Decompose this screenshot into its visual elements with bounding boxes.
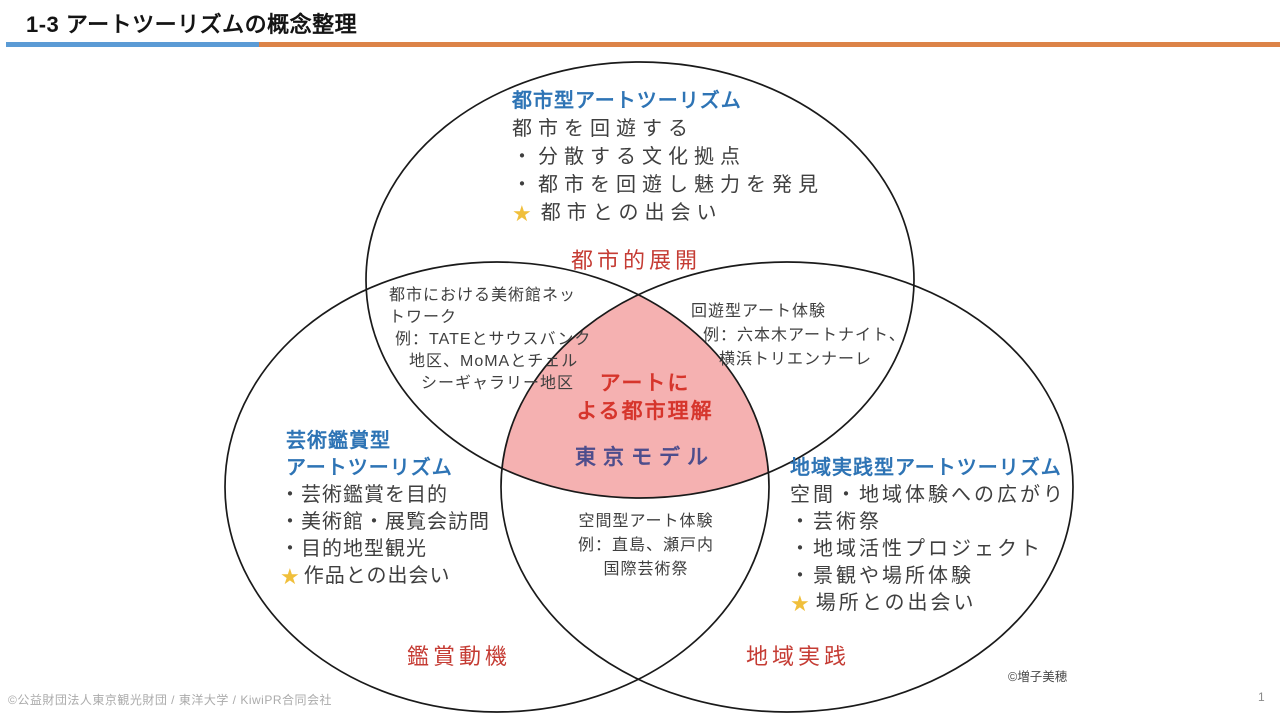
text-line: ★場所との出会い [790, 590, 1066, 617]
divider-blue-segment [6, 42, 259, 47]
text-line: 例：六本木アートナイト、 [703, 327, 906, 344]
top-circle-heading: 都市型アートツーリズム [512, 90, 742, 112]
star-icon: ★ [512, 201, 538, 226]
center-text: アートに よる都市理解 東京モデル [530, 370, 760, 471]
divider-orange-segment [259, 42, 1280, 47]
text-line: ★作品との出会い [280, 563, 490, 590]
footer-credit: ©公益財団法人東京観光財団 / 東洋大学 / KiwiPR合同会社 [8, 693, 333, 707]
center-title-line: よる都市理解 [576, 400, 714, 423]
text-line: ・地域活性プロジェクト [790, 538, 1043, 560]
left-circle-heading: 芸術鑑賞型 [286, 430, 391, 452]
text-line: ・都市を回遊し魅力を発見 [512, 174, 824, 196]
overlap-top-right-text: 回遊型アート体験 例：六本木アートナイト、 横浜トリエンナーレ [691, 300, 906, 372]
text-line: トワーク [389, 309, 458, 326]
text-line: ★都市との出会い [512, 199, 824, 228]
text-line: ・目的地型観光 [280, 538, 427, 560]
text-line: ・芸術祭 [790, 511, 882, 533]
star-line-text: 作品との出会い [303, 565, 451, 587]
text-line: 空間型アート体験 [578, 513, 714, 530]
right-circle-text: 地域実践型アートツーリズム 空間・地域体験への広がり ・芸術祭 ・地域活性プロジ… [790, 455, 1066, 617]
text-line: 例：TATEとサウスバンク [395, 331, 592, 348]
text-line: 例：直島、瀬戸内 [577, 537, 714, 554]
left-circle-text: 芸術鑑賞型 アートツーリズム ・芸術鑑賞を目的 ・美術館・展覧会訪問 ・目的地型… [280, 428, 490, 590]
right-circle-outline [500, 261, 1074, 713]
text-line: ・景観や場所体験 [790, 565, 974, 587]
text-line: 都市における美術館ネッ [389, 287, 577, 304]
text-line: 都市を回遊する [512, 118, 694, 140]
text-line: 空間・地域体験への広がり [790, 484, 1066, 506]
tokyo-model-label: 東京モデル [575, 446, 715, 469]
text-line: 回遊型アート体験 [691, 303, 827, 320]
text-line: ・美術館・展覧会訪問 [280, 511, 490, 533]
left-circle-outline [224, 261, 770, 713]
right-circle-heading: 地域実践型アートツーリズム [790, 457, 1062, 479]
text-line: ・分散する文化拠点 [512, 146, 746, 168]
star-icon: ★ [280, 564, 301, 589]
star-icon: ★ [790, 591, 813, 616]
overlap-bottom-text: 空間型アート体験 例：直島、瀬戸内 国際芸術祭 [548, 510, 744, 582]
text-line: 地区、MoMAとチェル [409, 353, 579, 370]
artist-credit: ©増子美穂 [1008, 670, 1068, 684]
section-label-appreciation: 鑑賞動機 [407, 644, 512, 669]
top-circle-outline [365, 61, 915, 499]
left-circle-heading: アートツーリズム [286, 457, 453, 479]
title-divider [6, 42, 1280, 47]
star-line-text: 場所との出会い [815, 592, 977, 614]
section-label-regional: 地域実践 [746, 644, 851, 669]
star-line-text: 都市との出会い [540, 202, 723, 224]
center-title-line: アートに [599, 372, 691, 395]
top-circle-text: 都市型アートツーリズム 都市を回遊する ・分散する文化拠点 ・都市を回遊し魅力を… [512, 87, 824, 228]
text-line: ・芸術鑑賞を目的 [280, 484, 448, 506]
text-line: シーギャラリー地区 [421, 375, 575, 392]
page-title: 1-3 アートツーリズムの概念整理 [26, 12, 358, 37]
text-line: 国際芸術祭 [603, 561, 689, 578]
overlap-top-left-text: 都市における美術館ネッ トワーク 例：TATEとサウスバンク 地区、MoMAとチ… [389, 285, 591, 395]
page-number: 1 [1258, 690, 1265, 704]
text-line: 横浜トリエンナーレ [719, 351, 873, 368]
section-label-urban: 都市的展開 [571, 248, 702, 273]
